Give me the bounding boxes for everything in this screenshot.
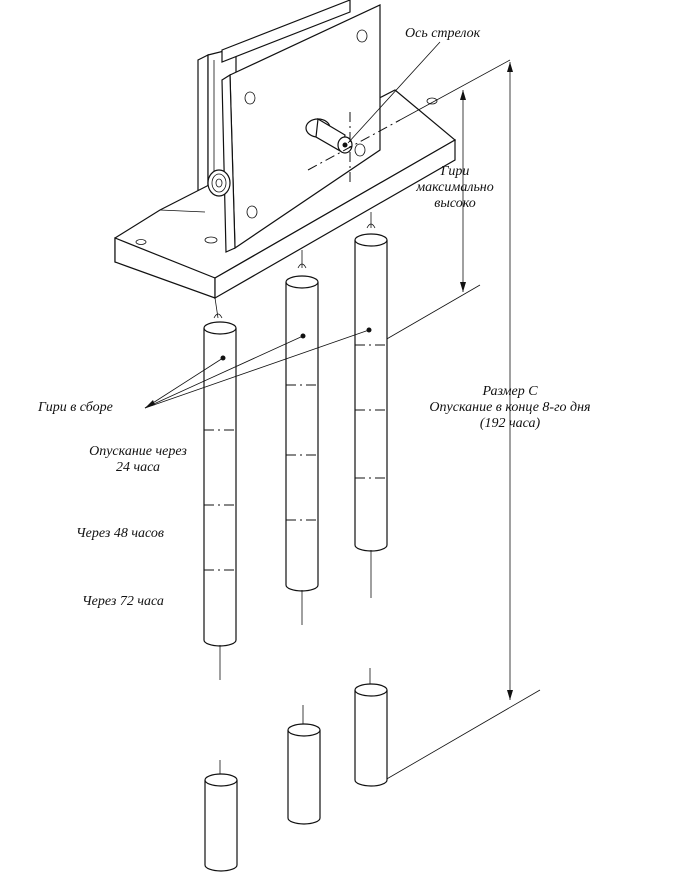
weight-left-final xyxy=(204,760,238,872)
weights-assembled-label: Гири в сборе xyxy=(38,400,113,415)
weights-max-high-line-2: максимально xyxy=(416,180,494,195)
axis-center-line xyxy=(307,119,401,171)
winding-drum xyxy=(207,169,231,197)
drop-24-line-1: Опускание через xyxy=(89,444,187,459)
weight-left-column xyxy=(203,321,237,680)
max-high-dimension xyxy=(384,59,511,341)
weight-cords-top xyxy=(213,212,376,319)
after-72-hours-label: Через 72 часа xyxy=(82,594,164,609)
drop-24-hours-label: Опускание через 24 часа xyxy=(68,444,208,476)
weight-middle-column xyxy=(285,275,319,625)
weight-middle-final xyxy=(287,705,321,825)
size-c-label: Размер С Опускание в конце 8-го дня (192… xyxy=(400,384,620,432)
weights-max-high-line-3: высоко xyxy=(434,196,476,211)
size-c-dimension xyxy=(384,62,541,781)
weight-right-final xyxy=(354,668,388,787)
weights-assembled-leaders xyxy=(144,327,372,409)
size-c-line-3: (192 часа) xyxy=(479,416,541,431)
size-c-line-2: Опускание в конце 8-го дня xyxy=(429,400,591,415)
front-movement-plate xyxy=(221,4,381,253)
weight-right-column xyxy=(354,233,388,598)
after-48-hours-label: Через 48 часов xyxy=(76,526,164,541)
size-c-line-1: Размер С xyxy=(482,384,538,399)
weights-max-high-label: Гири максимально высоко xyxy=(404,164,506,212)
hands-axis-shaft xyxy=(305,118,353,154)
hands-axis-leader xyxy=(347,41,441,144)
hands-axis-label: Ось стрелок xyxy=(405,26,481,41)
weights-max-high-line-1: Гири xyxy=(440,164,470,179)
drop-24-line-2: 24 часа xyxy=(115,460,161,475)
